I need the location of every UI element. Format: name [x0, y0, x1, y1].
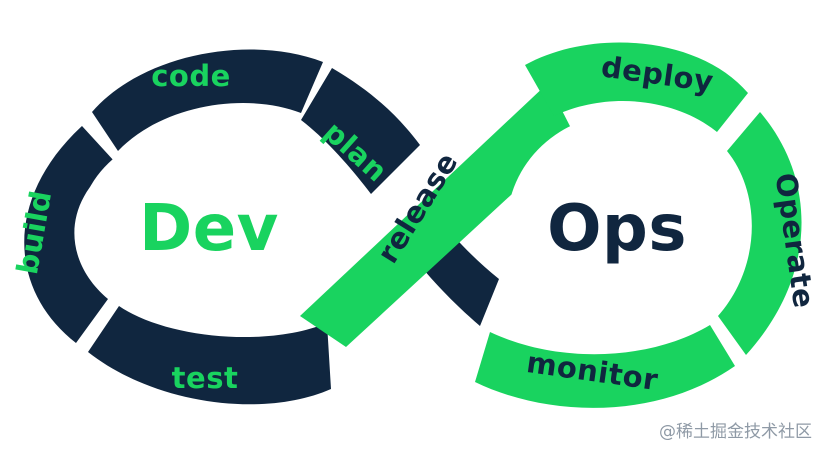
- segment-plan: [301, 68, 420, 194]
- segment-operate: [718, 112, 802, 355]
- ops-title: Ops: [547, 192, 687, 266]
- stage-label-test: test: [172, 361, 239, 395]
- dev-title: Dev: [139, 192, 279, 266]
- stage-label-code: code: [151, 59, 231, 93]
- segment-release: [300, 83, 575, 347]
- left-loop: [24, 49, 499, 405]
- right-loop: [300, 42, 802, 408]
- dev-hole: [80, 121, 370, 329]
- segment-test: [88, 306, 331, 405]
- segment-monitor: [475, 325, 735, 408]
- segment-deploy: [525, 42, 748, 132]
- segment-build: [24, 126, 115, 343]
- segment-code: [92, 49, 323, 151]
- watermark-text: @稀土掘金技术社区: [659, 422, 812, 442]
- ops-hole: [507, 113, 745, 337]
